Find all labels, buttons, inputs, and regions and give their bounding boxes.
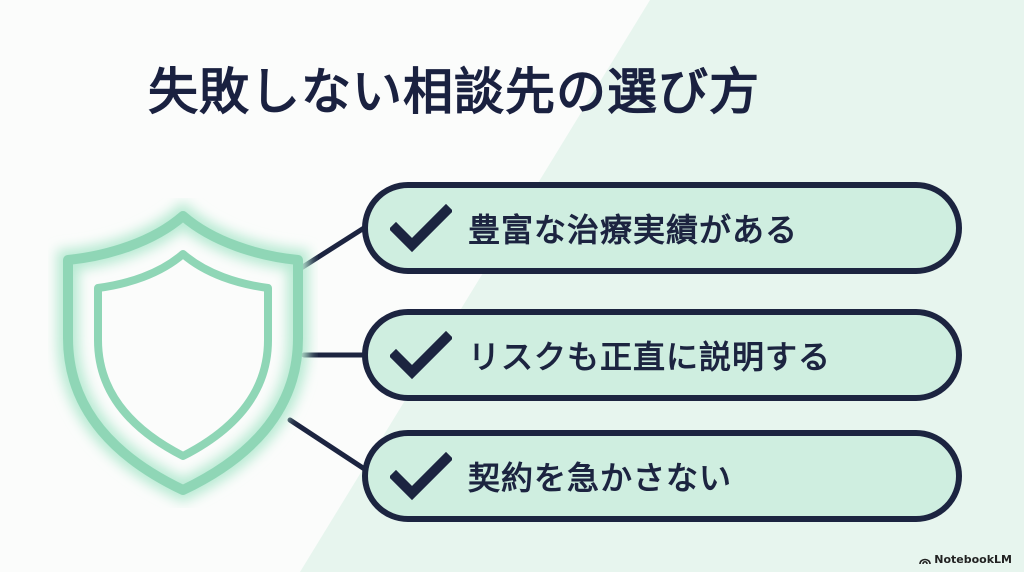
notebooklm-brand: NotebookLM	[919, 553, 1012, 566]
check-icon	[390, 330, 452, 380]
criteria-item-3: 契約を急かさない	[362, 430, 962, 522]
notebooklm-logo-icon	[919, 558, 932, 564]
criteria-item-2: リスクも正直に説明する	[362, 309, 962, 401]
brand-label: NotebookLM	[934, 553, 1012, 566]
criteria-item-1: 豊富な治療実績がある	[362, 182, 962, 274]
criteria-label: 契約を急かさない	[468, 459, 733, 497]
criteria-label: リスクも正直に説明する	[468, 338, 832, 376]
check-icon	[390, 451, 452, 501]
page-title: 失敗しない相談先の選び方	[148, 63, 760, 121]
shield-icon	[57, 201, 309, 503]
check-icon	[390, 203, 452, 253]
criteria-label: 豊富な治療実績がある	[468, 211, 799, 249]
